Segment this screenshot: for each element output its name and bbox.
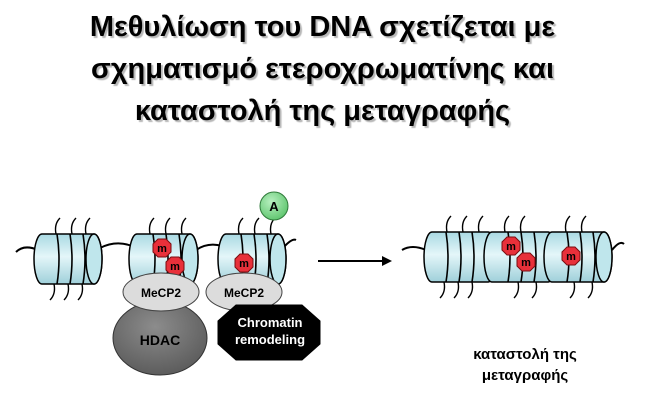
caption-line-1: καταστολή της — [455, 344, 595, 365]
methyl-label: m — [521, 257, 531, 269]
mecp2-label: MeCP2 — [141, 286, 181, 300]
methyl-label: m — [157, 243, 167, 255]
methyl-mark: m — [166, 257, 184, 275]
activator-protein: A — [260, 192, 288, 220]
chromatin-remodeling-label-2: remodeling — [235, 332, 305, 347]
transition-arrow — [318, 256, 392, 266]
chromatin-remodeling-label-1: Chromatin — [238, 315, 303, 330]
methyl-mark: m — [235, 254, 253, 272]
chromatin-remodeling-complex: Chromatin remodeling — [218, 305, 320, 360]
caption-line-2: μεταγραφής — [455, 365, 595, 386]
repression-caption: καταστολή της μεταγραφής — [455, 344, 595, 386]
methyl-label: m — [566, 251, 576, 263]
right-heterochromatin: m m m — [402, 216, 624, 298]
methyl-mark: m — [562, 247, 580, 265]
methyl-mark: m — [153, 239, 171, 257]
mecp2-protein: MeCP2 — [123, 273, 199, 311]
left-chromatin: m m m A HDAC MeCP2 MeCP2 — [16, 192, 320, 375]
methyl-mark: m — [502, 237, 520, 255]
methyl-mark: m — [517, 253, 535, 271]
hdac-protein: HDAC — [113, 301, 207, 375]
activator-label: A — [269, 199, 279, 214]
methyl-label: m — [506, 241, 516, 253]
mecp2-label: MeCP2 — [224, 286, 264, 300]
nucleosome-1 — [34, 218, 102, 300]
hdac-label: HDAC — [140, 332, 180, 348]
methyl-label: m — [239, 258, 249, 270]
methyl-label: m — [170, 261, 180, 273]
